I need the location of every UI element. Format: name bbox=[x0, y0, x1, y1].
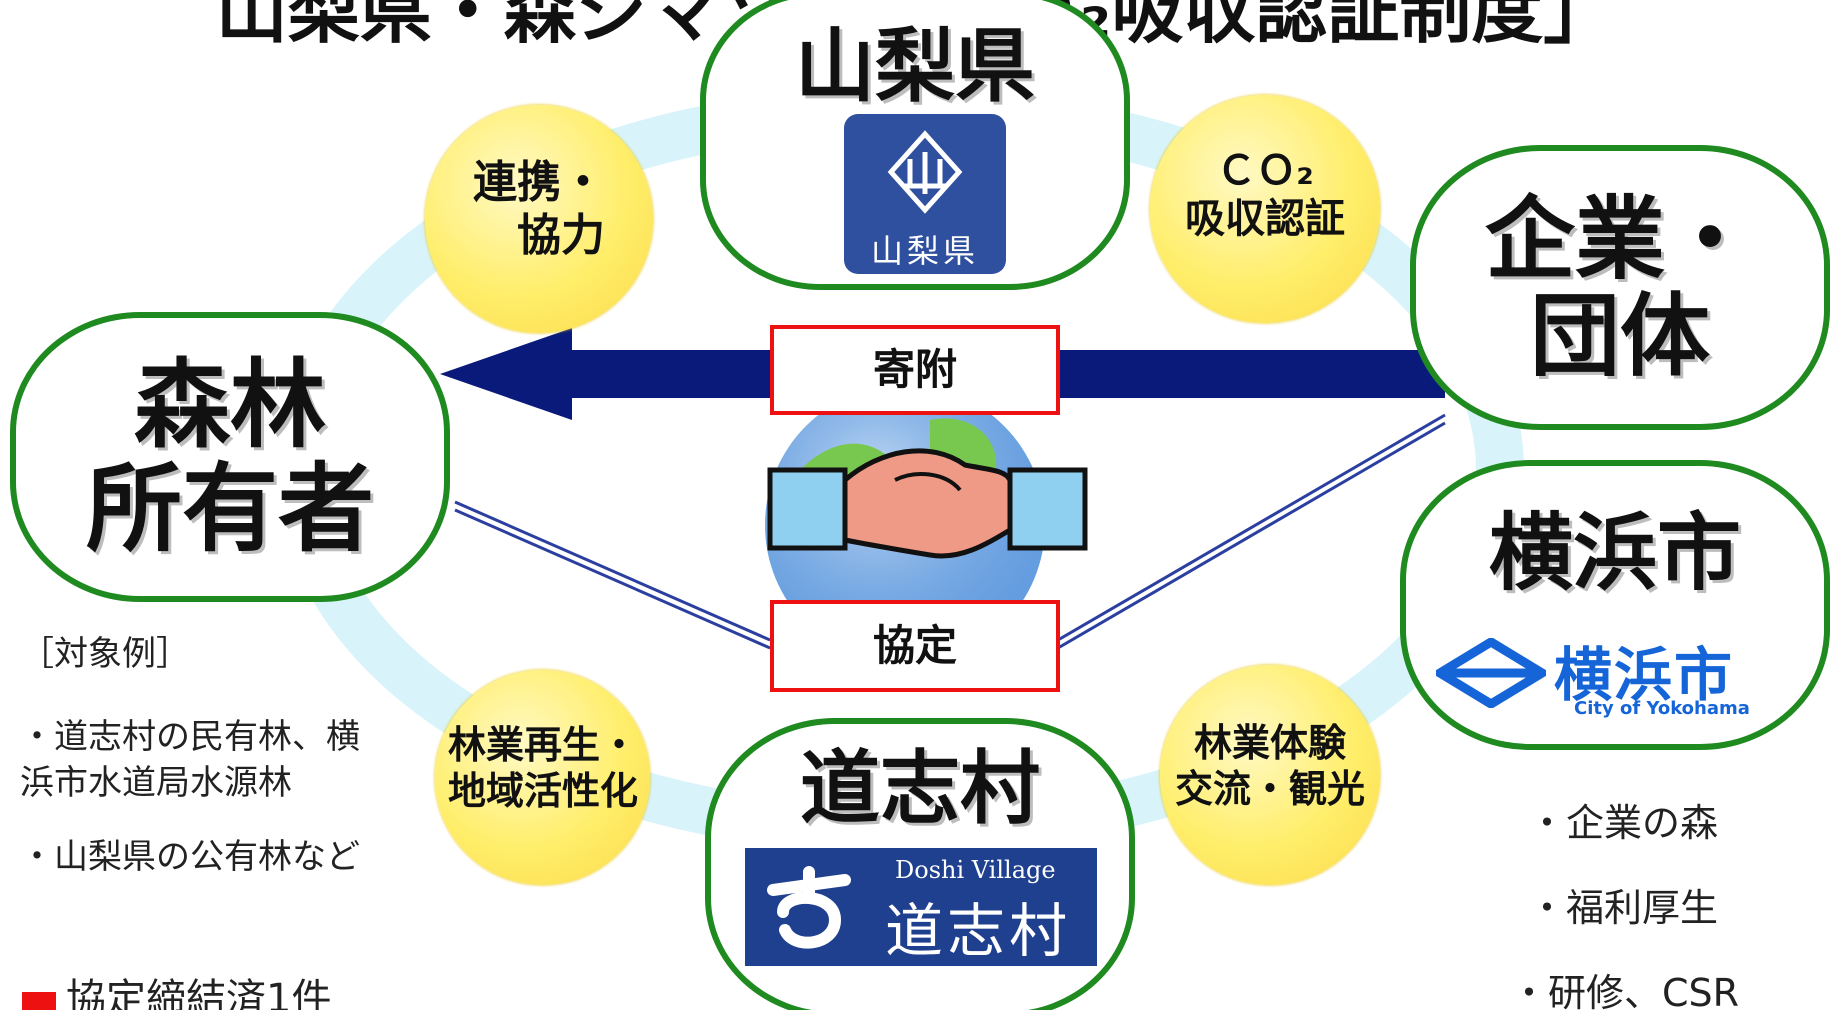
node-forest-owner: 森林 所有者 bbox=[10, 312, 450, 602]
purpose-item-2: ・福利厚生 bbox=[1528, 886, 1719, 930]
node-doshi-label: 道志村 bbox=[800, 742, 1040, 835]
bubble-forestry-experience: 林業体験 交流・観光 bbox=[1160, 665, 1380, 885]
node-company: 企業・ 団体 bbox=[1410, 145, 1830, 430]
node-yamanashi-label: 山梨県 bbox=[795, 20, 1035, 113]
node-doshi: 道志村 Doshi Village 道志村 bbox=[705, 718, 1135, 1010]
bubble-forestry-revival-label: 林業再生・ 地域活性化 bbox=[447, 723, 638, 813]
node-yamanashi: 山梨県 山梨県 bbox=[700, 0, 1130, 290]
yokohama-emblem-icon bbox=[1436, 638, 1546, 708]
yokohama-logo-text: 横浜市 bbox=[1554, 641, 1735, 709]
agreement-box: 協定 bbox=[770, 600, 1060, 692]
examples-item-2: ・山梨県の公有林など bbox=[20, 837, 360, 877]
purpose-item-3: ・研修、CSR bbox=[1510, 971, 1740, 1010]
bubble-co2: ＣＯ₂ 吸収認証 bbox=[1150, 95, 1380, 323]
node-yokohama-label: 横浜市 bbox=[1488, 504, 1741, 602]
doshi-logo: Doshi Village 道志村 bbox=[745, 848, 1097, 966]
examples-status: 協定締結済1件 bbox=[66, 976, 332, 1010]
handshake-globe-icon bbox=[767, 448, 1088, 559]
yamanashi-logo-text: 山梨県 bbox=[870, 232, 979, 270]
node-forest-owner-label: 森林 所有者 bbox=[86, 349, 374, 565]
bubble-forestry-experience-label: 林業体験 交流・観光 bbox=[1174, 721, 1365, 811]
purpose-item-1: ・企業の森 bbox=[1528, 801, 1719, 845]
bubble-cooperation-label: 連携・ 協力 bbox=[473, 157, 605, 261]
yamanashi-emblem-icon bbox=[887, 130, 963, 214]
bubble-forestry-revival: 林業再生・ 地域活性化 bbox=[435, 670, 650, 885]
node-company-label: 企業・ 団体 bbox=[1485, 187, 1755, 390]
yokohama-logo-sub: City of Yokohama bbox=[1574, 698, 1750, 719]
bubble-cooperation: 連携・ 協力 bbox=[425, 105, 653, 333]
agreement-line-left bbox=[454, 500, 771, 650]
yokohama-logo: 横浜市 City of Yokohama bbox=[1436, 628, 1796, 728]
doshi-logo-jp: 道志村 bbox=[885, 897, 1072, 965]
examples-item-1: ・道志村の民有林、横 浜市水道局水源林 bbox=[20, 717, 360, 803]
node-yokohama: 横浜市 横浜市 City of Yokohama bbox=[1400, 460, 1830, 750]
doshi-emblem-icon bbox=[767, 866, 851, 949]
bubble-co2-label: ＣＯ₂ 吸収認証 bbox=[1185, 148, 1345, 242]
status-square-icon bbox=[22, 992, 56, 1010]
donation-box: 寄附 bbox=[770, 325, 1060, 415]
yamanashi-logo: 山梨県 bbox=[844, 114, 1006, 274]
agreement-line-right bbox=[1057, 413, 1446, 650]
doshi-logo-en: Doshi Village bbox=[895, 856, 1056, 884]
examples-heading: ［対象例］ bbox=[20, 634, 190, 674]
